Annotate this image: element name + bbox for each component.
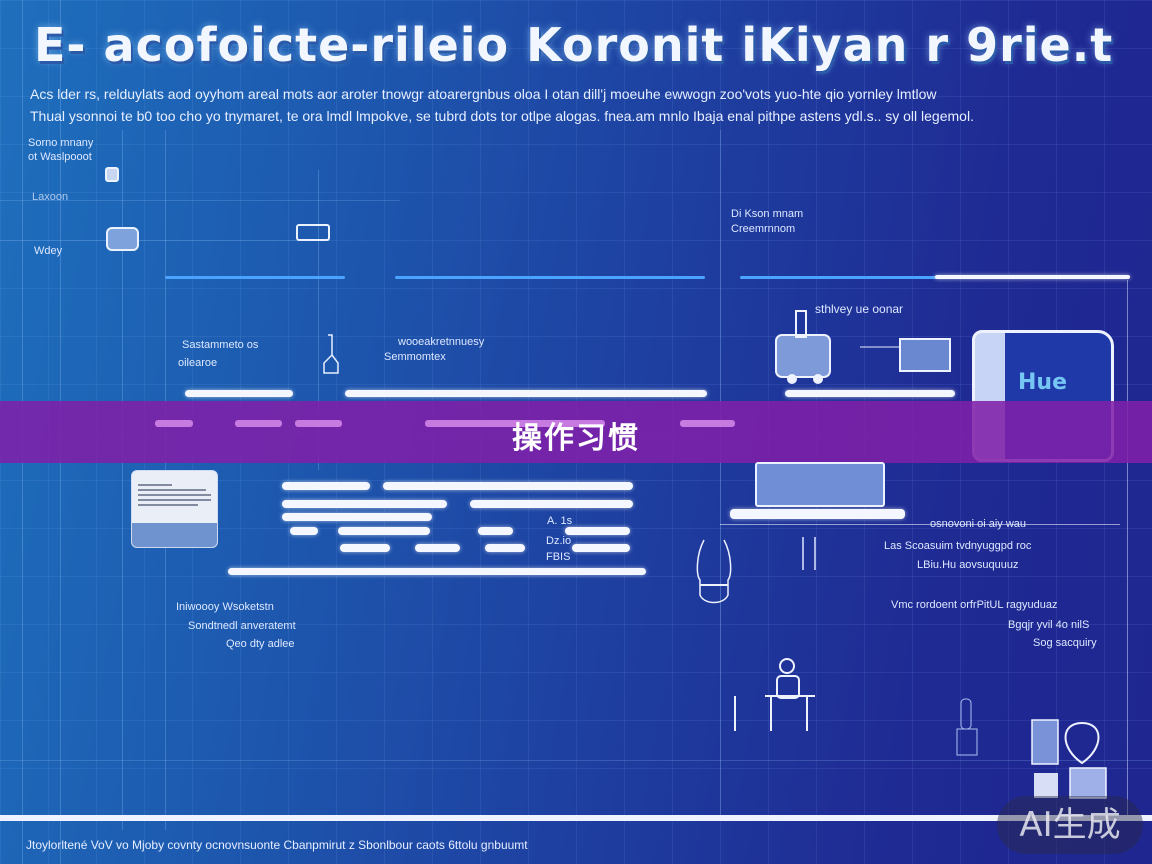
card-line bbox=[138, 494, 211, 496]
left-label-3: Wdey bbox=[34, 245, 63, 257]
document-card bbox=[131, 470, 218, 548]
mid-left-label-line-1: Sastammeto os bbox=[182, 339, 259, 351]
left-label-2: Laxoon bbox=[32, 191, 69, 203]
progress-bar bbox=[470, 500, 633, 508]
progress-bar bbox=[415, 544, 460, 552]
ai-generated-watermark: AI生成 bbox=[997, 796, 1143, 854]
subtitle-line-2: Thual ysonnoi te b0 too cho yo tnymaret,… bbox=[30, 108, 974, 124]
grid-line bbox=[0, 200, 400, 201]
banner-bar bbox=[155, 420, 193, 427]
chat-bubble-icon bbox=[106, 227, 139, 251]
lower-left-line-3: Qeo dty adlee bbox=[226, 638, 295, 650]
tools-panel-icon bbox=[1031, 719, 1107, 799]
progress-bar bbox=[282, 482, 370, 490]
banner-title: 操作习惯 bbox=[512, 421, 640, 456]
book-open-icon bbox=[296, 224, 330, 241]
footer-text: Jtoylorltené VoV vo Mjoby covnty ocnovns… bbox=[26, 838, 528, 852]
progress-bar bbox=[282, 500, 447, 508]
mid-center-label-line-2: Semmomtex bbox=[384, 351, 446, 363]
section-banner bbox=[0, 401, 1152, 463]
divider-line bbox=[935, 275, 1130, 279]
card-line bbox=[138, 499, 211, 501]
lamp-icon bbox=[956, 698, 978, 756]
lower-right-line-3: LBiu.Hu aovsuquuuz bbox=[917, 559, 1019, 571]
person-at-desk-icon bbox=[734, 658, 815, 731]
lower-left-line-2: Sondtnedl anveratemt bbox=[188, 620, 296, 632]
mid-center-label-line-1: wooeakretnnuesy bbox=[398, 336, 485, 348]
grid-line bbox=[720, 130, 721, 820]
grid-line bbox=[318, 170, 319, 470]
book-label: Hue bbox=[1018, 370, 1067, 395]
tag-1: A. 1s bbox=[547, 515, 573, 527]
progress-bar bbox=[290, 527, 318, 535]
lower-left-line-1: Iniwoooy Wsoketstn bbox=[176, 601, 274, 613]
lower-right-line-1: osnovoni oi aiy wau bbox=[930, 518, 1027, 530]
progress-bar bbox=[478, 527, 513, 535]
tag-3: FBIS bbox=[546, 551, 571, 563]
divider-line bbox=[395, 276, 705, 279]
divider-line bbox=[740, 276, 940, 279]
machine-icon bbox=[775, 310, 831, 384]
circuit-board-icon bbox=[860, 338, 951, 372]
banner-bar bbox=[235, 420, 282, 427]
card-line bbox=[138, 504, 198, 506]
progress-bar bbox=[485, 544, 525, 552]
progress-bar bbox=[185, 390, 293, 397]
mid-left-label-line-2: oilearoe bbox=[178, 357, 218, 369]
footer-divider bbox=[0, 815, 1152, 821]
machine-label: sthlvey ue oonar bbox=[815, 302, 904, 316]
banner-bar bbox=[425, 420, 605, 427]
grid-line bbox=[1127, 280, 1128, 820]
shelf-line bbox=[720, 524, 1120, 525]
bracket-icon bbox=[802, 537, 816, 570]
subtitle-line-1: Acs lder rs, relduylats aod oyyhom areal… bbox=[30, 86, 937, 102]
top-right-label-line-1: Di Kson mnam bbox=[731, 208, 804, 220]
card-line bbox=[138, 489, 206, 491]
grid-line bbox=[0, 240, 330, 241]
lower-right-line-4: Vmc rordoent orfrPitUL ragyuduaz bbox=[891, 599, 1058, 611]
page-title: E- acofoicte-rileio Koronit iKiyan r 9ri… bbox=[34, 18, 1114, 72]
lower-right-line-5: Bgqjr yvil 4o nilS bbox=[1008, 619, 1090, 631]
bell-jar-icon bbox=[696, 539, 732, 604]
top-right-label-line-2: Creemrnnom bbox=[731, 223, 796, 235]
grid-line bbox=[0, 760, 1152, 761]
lock-icon bbox=[105, 167, 119, 182]
banner-bar bbox=[295, 420, 342, 427]
left-label-1-line-1: Sorno mnany bbox=[28, 137, 94, 149]
card-footer bbox=[132, 523, 217, 547]
tag-2: Dz.io bbox=[546, 535, 572, 547]
equipment-icon bbox=[755, 462, 885, 507]
progress-bar bbox=[383, 482, 633, 490]
progress-bar bbox=[338, 527, 430, 535]
left-label-1-line-2: ot Waslpooot bbox=[28, 151, 92, 163]
faucet-icon bbox=[323, 334, 339, 374]
progress-bar bbox=[282, 513, 432, 521]
progress-bar bbox=[785, 390, 955, 397]
divider-line bbox=[165, 276, 345, 279]
progress-bar bbox=[228, 568, 646, 575]
banner-bar bbox=[680, 420, 735, 427]
lower-right-line-6: Sog sacquiry bbox=[1033, 637, 1097, 649]
progress-bar bbox=[345, 390, 707, 397]
grid-line bbox=[122, 130, 123, 830]
card-line bbox=[138, 484, 172, 486]
progress-bar bbox=[572, 544, 630, 552]
shelf-bar bbox=[730, 509, 905, 519]
progress-bar bbox=[340, 544, 390, 552]
progress-bar bbox=[565, 527, 630, 535]
lower-right-line-2: Las Scoasuim tvdnyuggpd roc bbox=[884, 540, 1032, 552]
